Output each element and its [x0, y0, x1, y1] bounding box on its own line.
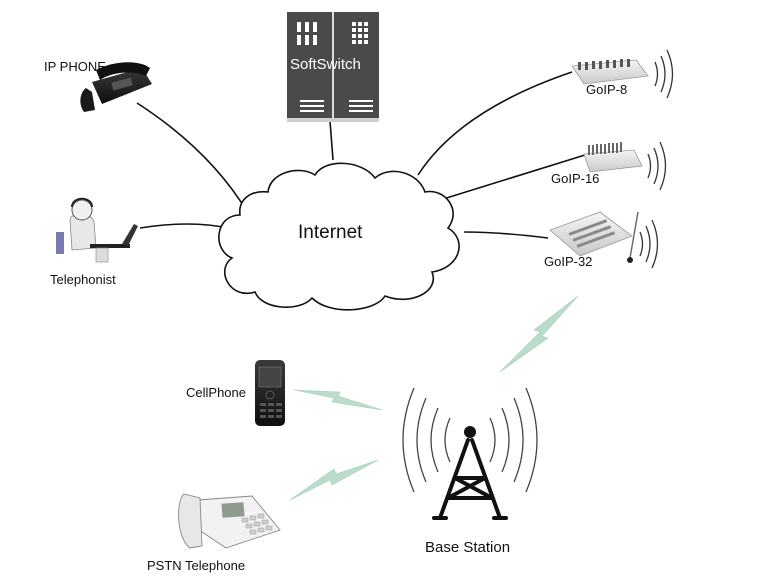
- softswitch-icon: [287, 12, 379, 122]
- base-station-icon: [402, 387, 538, 520]
- telephonist-label: Telephonist: [50, 272, 116, 287]
- pstn-telephone-icon: [178, 493, 281, 549]
- link-telephonist-internet: [139, 223, 229, 229]
- base-station-label: Base Station: [425, 539, 511, 556]
- signal-base-goip32-icon: [499, 295, 579, 373]
- link-goip16-internet: [439, 154, 586, 201]
- link-goip32-internet: [463, 231, 549, 239]
- connections: [136, 71, 586, 239]
- pstn-telephone-label: PSTN Telephone: [147, 558, 246, 573]
- goip32-device-icon: [549, 211, 659, 269]
- link-ipphone-internet: [136, 102, 249, 214]
- link-softswitch-internet: [329, 120, 334, 161]
- signal-pstn-base-icon: [289, 459, 379, 501]
- internet-label: Internet: [298, 222, 363, 243]
- goip32-label: GoIP-32: [544, 254, 593, 269]
- telephonist-icon: [56, 197, 138, 263]
- link-goip8-internet: [417, 71, 573, 176]
- goip8-device-icon: [571, 49, 674, 99]
- ip-phone-label: IP PHONE: [44, 59, 106, 74]
- wireless-signals: [289, 295, 579, 501]
- signal-cellphone-base-icon: [293, 389, 383, 411]
- internet-cloud-icon: [218, 162, 460, 311]
- goip16-device-icon: [583, 141, 667, 191]
- goip8-label: GoIP-8: [586, 82, 628, 97]
- ip-phone-icon: [80, 62, 152, 112]
- cellphone-icon: [255, 360, 285, 426]
- softswitch-label: SoftSwitch: [290, 56, 361, 73]
- cellphone-label: CellPhone: [186, 385, 246, 400]
- goip16-label: GoIP-16: [551, 171, 600, 186]
